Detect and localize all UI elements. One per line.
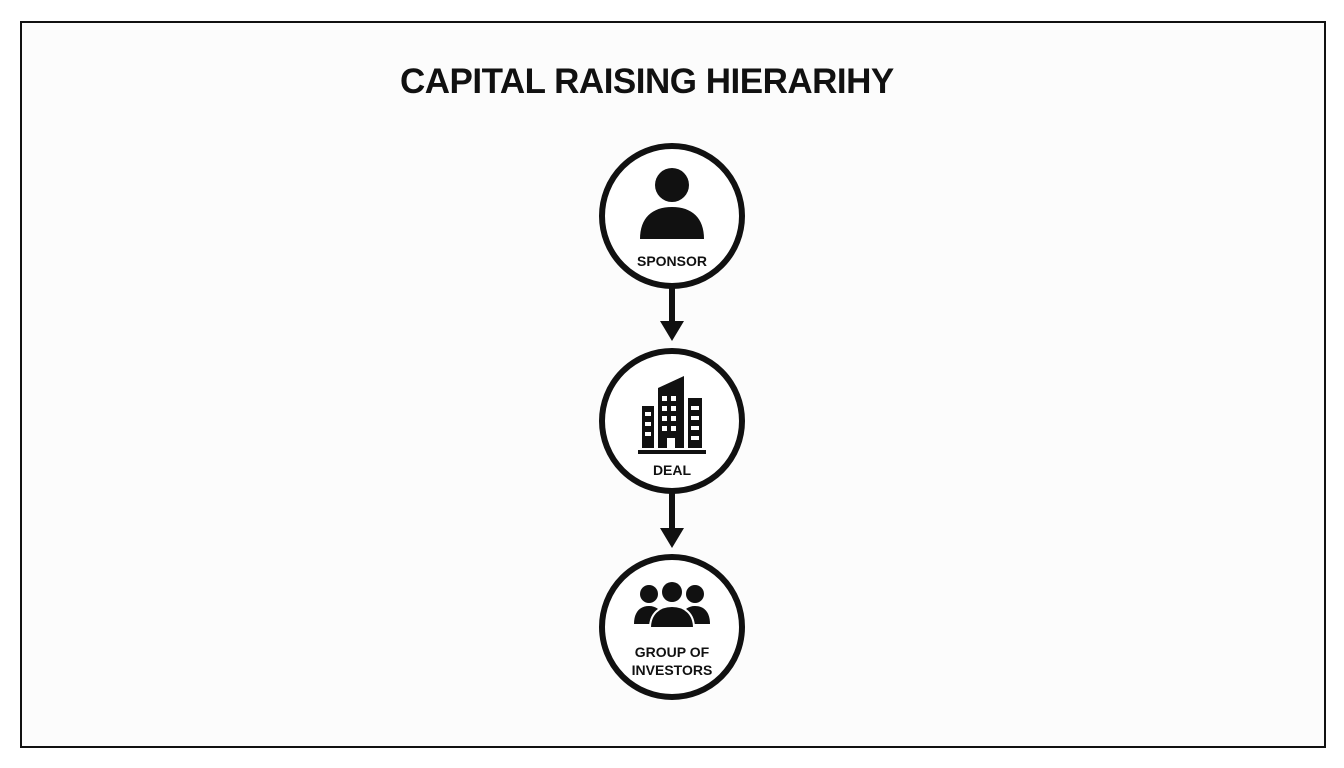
building-icon bbox=[605, 376, 739, 454]
node-sponsor: SPONSOR bbox=[599, 143, 745, 289]
node-deal: DEAL bbox=[599, 348, 745, 494]
node-label-deal: DEAL bbox=[652, 462, 692, 478]
node-label-sponsor: SPONSOR bbox=[636, 253, 707, 269]
diagram-title: CAPITAL RAISING HIERARIHY bbox=[400, 62, 894, 101]
person-icon bbox=[605, 163, 739, 239]
node-label-investors-line2: INVESTORS bbox=[631, 662, 713, 678]
arrow-deal-to-investors bbox=[660, 490, 684, 548]
node-label-investors-line1: GROUP OF bbox=[634, 644, 710, 660]
node-group-of-investors: GROUP OF INVESTORS bbox=[599, 554, 745, 700]
arrow-sponsor-to-deal bbox=[660, 283, 684, 341]
group-icon bbox=[605, 580, 739, 634]
